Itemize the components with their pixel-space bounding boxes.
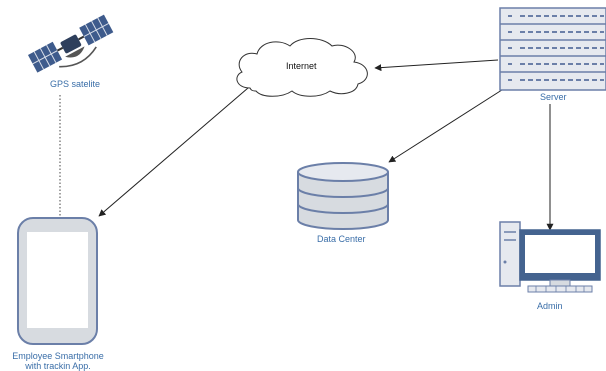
- admin-label: Admin: [537, 301, 563, 311]
- satellite-label: GPS satelite: [50, 79, 101, 89]
- edge-internet-to-smartphone: [98, 87, 249, 217]
- server-rack-icon: [499, 7, 606, 91]
- desktop-computer-icon: [499, 221, 601, 293]
- smartphone-label-line2: with trackin App.: [25, 361, 91, 371]
- server-label: Server: [540, 92, 567, 102]
- database-icon: [297, 162, 389, 230]
- cloud-icon: [236, 38, 368, 97]
- edges: [59, 59, 554, 231]
- satellite-icon: [27, 14, 114, 73]
- smartphone-label-line1: Employee Smartphone: [12, 351, 104, 361]
- datacenter-label: Data Center: [317, 234, 366, 244]
- edge-server-to-datacenter: [388, 87, 506, 163]
- internet-label: Internet: [286, 61, 317, 71]
- edge-server-to-internet: [374, 59, 499, 72]
- smartphone-icon: [17, 217, 98, 345]
- smartphone-label: Employee Smartphone with trackin App.: [4, 351, 112, 371]
